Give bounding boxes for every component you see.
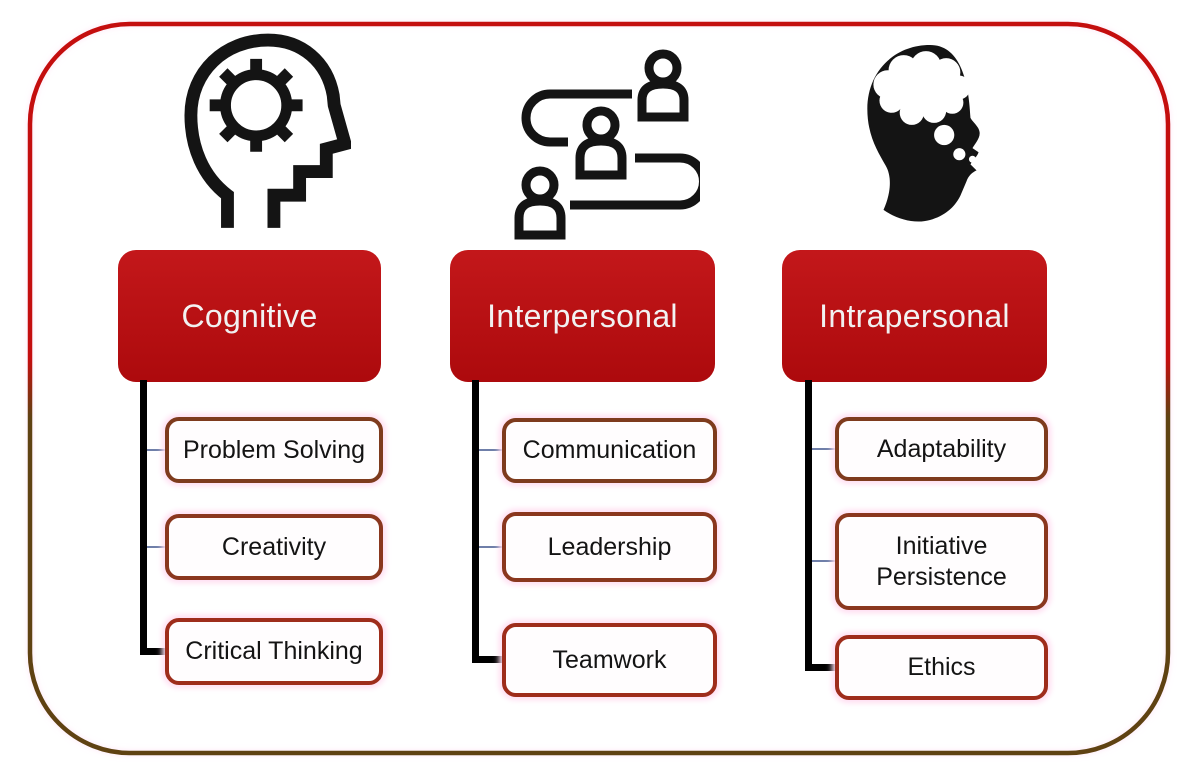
connector-line bbox=[479, 449, 502, 451]
person-body bbox=[575, 136, 627, 180]
thought-cloud bbox=[873, 51, 977, 163]
connector-line bbox=[479, 546, 502, 548]
skill-item: Problem Solving bbox=[165, 417, 383, 483]
head-thought-icon bbox=[857, 42, 999, 224]
skill-item: Teamwork bbox=[502, 623, 717, 697]
connector-line bbox=[140, 648, 167, 655]
category-header-interpersonal: Interpersonal bbox=[450, 250, 715, 382]
skill-item: Critical Thinking bbox=[165, 618, 383, 685]
connector-line bbox=[805, 664, 835, 671]
flow-line bbox=[521, 89, 632, 147]
person-head bbox=[521, 166, 559, 204]
flow-line bbox=[570, 153, 700, 210]
skill-item: Ethics bbox=[835, 635, 1048, 700]
skill-item: Adaptability bbox=[835, 417, 1048, 481]
connector-line bbox=[147, 449, 165, 451]
category-header-intrapersonal: Intrapersonal bbox=[782, 250, 1047, 382]
category-header-cognitive: Cognitive bbox=[118, 250, 381, 382]
person-head bbox=[582, 106, 620, 144]
connector-line bbox=[805, 380, 812, 671]
person-head bbox=[644, 49, 682, 87]
skill-item: Initiative Persistence bbox=[835, 513, 1048, 610]
connector-line bbox=[472, 380, 479, 663]
head-outline bbox=[184, 33, 351, 228]
skill-item: Creativity bbox=[165, 514, 383, 580]
connector-line bbox=[472, 656, 502, 663]
people-flow-icon bbox=[500, 40, 700, 250]
connector-line bbox=[812, 448, 835, 450]
person-body bbox=[637, 79, 689, 122]
person-body bbox=[514, 196, 566, 240]
head-gear-icon bbox=[183, 31, 351, 231]
outer-border-rect bbox=[27, 21, 1171, 756]
connector-line bbox=[812, 560, 835, 562]
skill-item: Communication bbox=[502, 418, 717, 483]
gear-teeth bbox=[209, 58, 303, 152]
connector-line bbox=[147, 546, 165, 548]
connector-line bbox=[140, 380, 147, 655]
skill-item: Leadership bbox=[502, 512, 717, 582]
